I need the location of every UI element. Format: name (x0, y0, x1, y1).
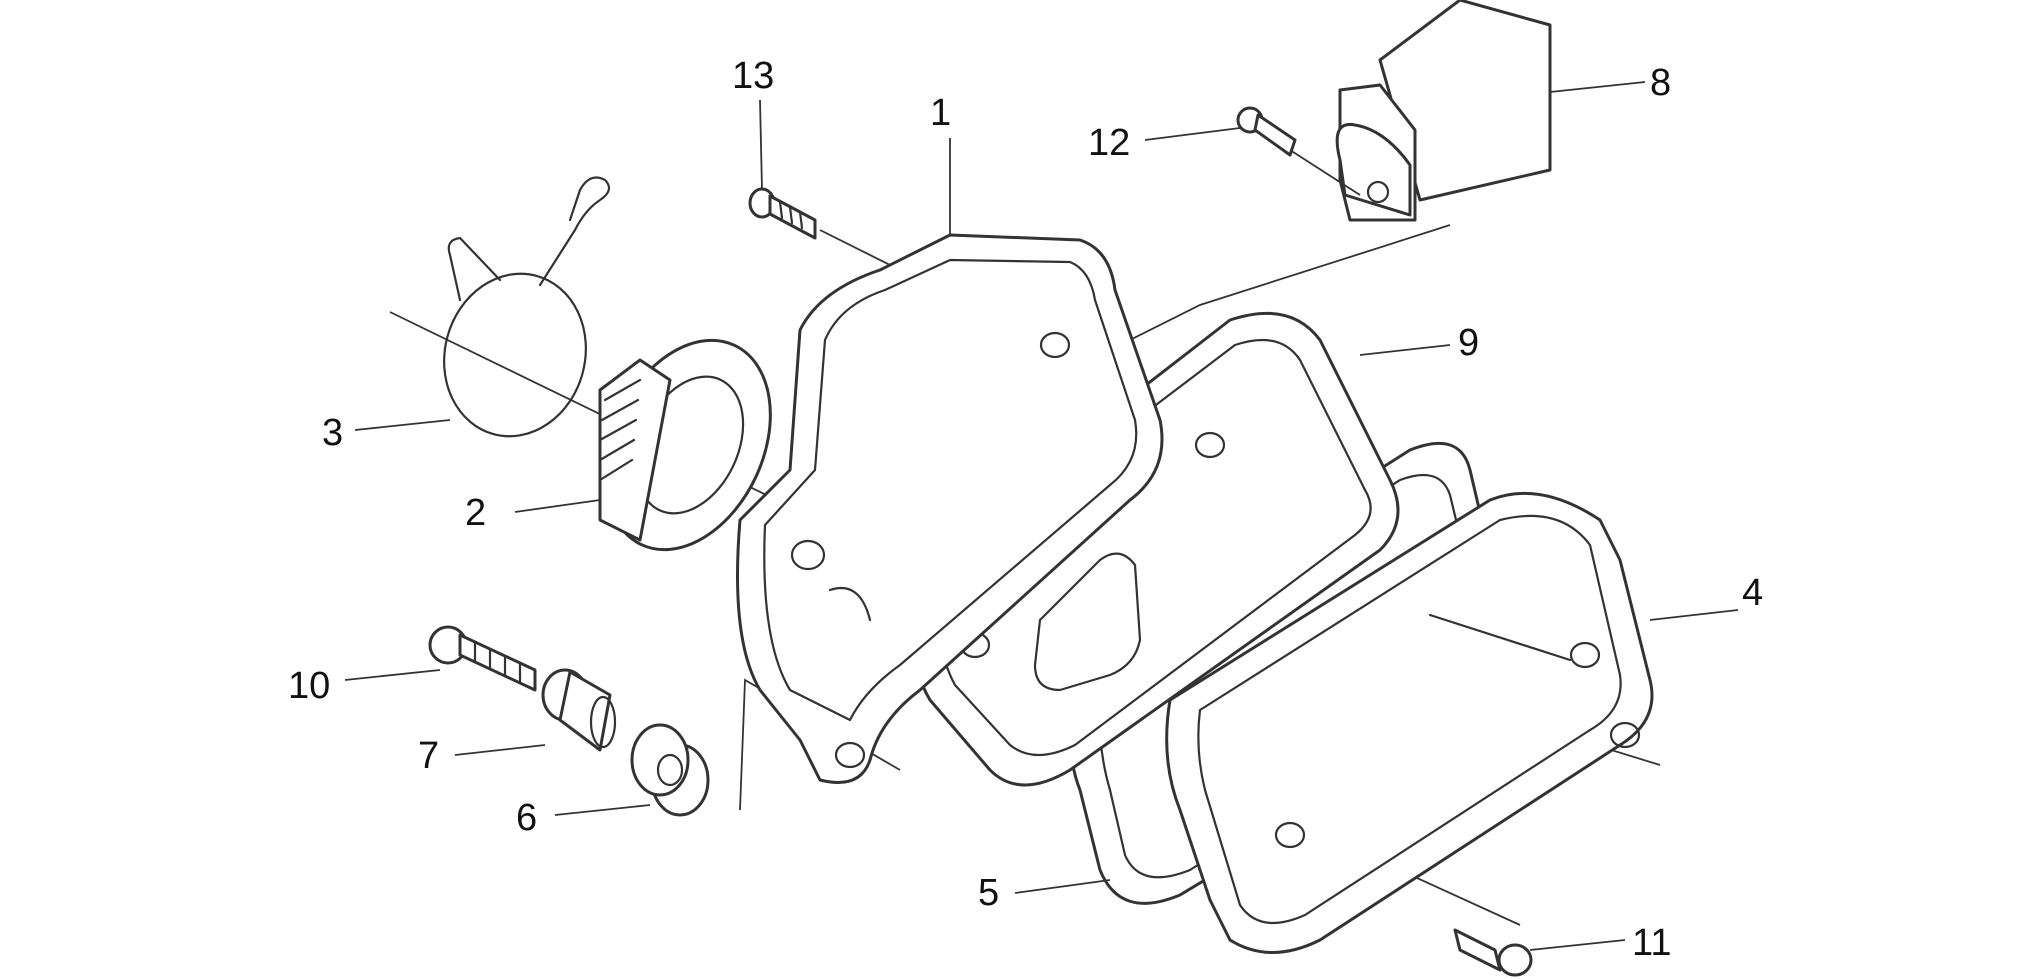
callout-5: 5 (978, 872, 999, 914)
callout-9: 9 (1458, 322, 1479, 364)
leader-9 (1359, 344, 1451, 356)
callout-7: 7 (418, 735, 439, 777)
part-11-screw (1453, 928, 1533, 977)
callout-labels: 1 2 3 4 5 6 7 8 9 10 11 12 13 (288, 55, 1763, 964)
leader-lines (344, 81, 1739, 951)
part-13-screw (748, 187, 817, 240)
leader-2 (514, 499, 601, 513)
callout-2: 2 (465, 492, 486, 534)
leader-5 (1014, 879, 1111, 894)
callout-10: 10 (288, 665, 330, 707)
leader-12 (1144, 127, 1241, 141)
part-12-screw (1236, 106, 1361, 196)
part-4-cover (1165, 491, 1654, 954)
callout-6: 6 (516, 797, 537, 839)
part-8-intake (1335, 0, 1552, 222)
part-7-bushing (541, 668, 617, 752)
callout-12: 12 (1088, 122, 1130, 164)
leader-4 (1649, 609, 1739, 621)
leader-11 (1529, 939, 1626, 951)
callout-3: 3 (322, 412, 343, 454)
leader-8 (1549, 81, 1646, 93)
leader-7 (454, 744, 546, 756)
part-3-clip (443, 176, 611, 438)
leader-13 (759, 99, 763, 191)
leader-10 (344, 669, 441, 681)
part-10-bolt (428, 625, 537, 692)
part-2-fitting (598, 338, 772, 552)
callout-1: 1 (930, 92, 951, 134)
callout-8: 8 (1650, 62, 1671, 104)
part-1-housing (736, 233, 1164, 784)
callout-13: 13 (732, 55, 774, 97)
callout-4: 4 (1742, 572, 1763, 614)
leader-3 (354, 419, 451, 431)
part-6-grommet (630, 723, 710, 817)
callout-11: 11 (1632, 922, 1671, 964)
leader-6 (554, 804, 651, 816)
